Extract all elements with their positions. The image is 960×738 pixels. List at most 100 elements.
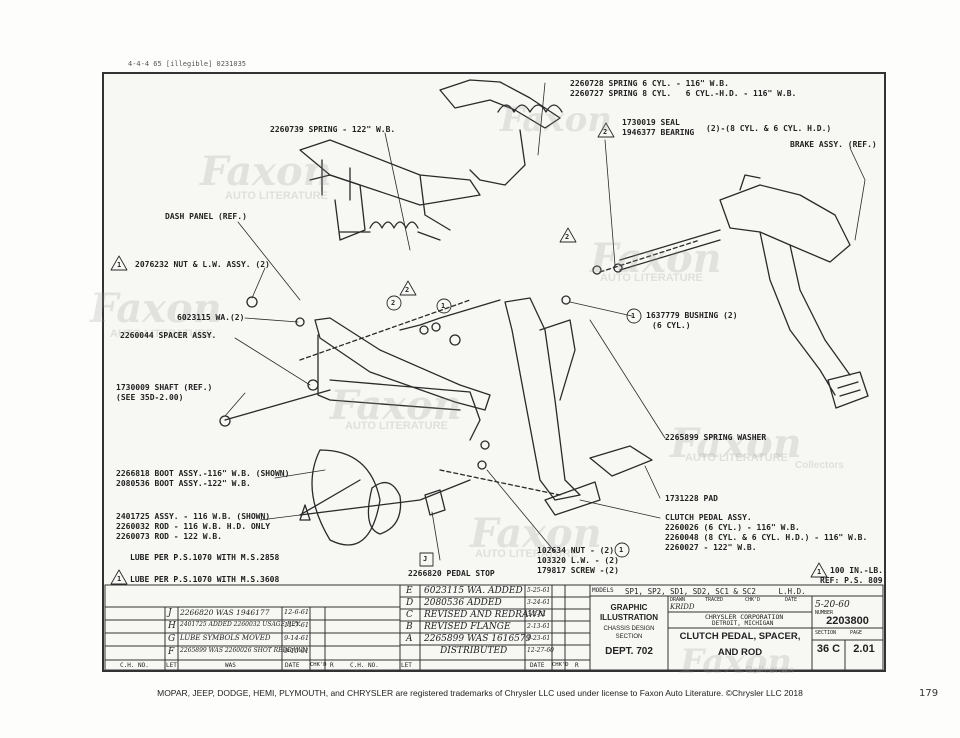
number-label: NUMBER — [815, 610, 834, 616]
callout-lw: 103320 L.W. - (2) — [537, 556, 619, 565]
callout-spring-122: 2260739 SPRING - 122" W.B. — [270, 125, 396, 134]
rev-left-ltr-3: F — [168, 647, 175, 657]
rev-right-date-0: 5-25-61 — [527, 587, 551, 594]
marker-1-circle-b: 1 — [631, 312, 636, 320]
top-strip-text: 4-4-4 65 [illegible] 0231035 — [128, 60, 247, 68]
rev-right-text-5: DISTRIBUTED — [440, 646, 508, 656]
marker-2-circle: 2 — [391, 299, 396, 307]
rev-right-ltr-4: A — [406, 634, 413, 644]
pedal-pad-face — [544, 481, 601, 516]
rev-right-text-1: 2080536 ADDED — [424, 598, 502, 608]
clutch-pedal-lever — [504, 297, 581, 501]
rev-right-ltr-0: E — [406, 586, 413, 596]
marker-2-seal: 2 — [603, 128, 608, 136]
boot-assy — [311, 449, 381, 546]
seal-part — [592, 265, 602, 275]
callout-washer: 6023115 WA.(2) — [177, 313, 245, 322]
dept-label: DEPT. 702 — [605, 646, 653, 657]
callout-cp-6cyl: 2260026 (6 CYL.) - 116" W.B. — [665, 523, 800, 532]
pad-part — [589, 445, 653, 477]
rev-left-text-0: 2266820 WAS 1946177 — [180, 608, 270, 617]
callout-seal-bearing-note: (2)-(8 CYL. & 6 CYL. H.D.) — [706, 124, 832, 133]
marker-2-arm: 2 — [405, 286, 410, 294]
corp-city: DETROIT, MICHIGAN — [712, 620, 774, 627]
callout-torque: 100 IN.-LB. — [830, 566, 883, 575]
section-code-label: SECTION — [815, 630, 837, 636]
chkd-label: CHK'D — [745, 597, 761, 603]
marker-j: J — [423, 555, 428, 563]
corp-name: CHRYSLER CORPORATION — [705, 613, 784, 621]
callout-spring-8cyl: 2260727 SPRING 8 CYL. 6 CYL.-H.D. - 116"… — [570, 89, 797, 98]
callout-screw: 179817 SCREW -(2) — [537, 566, 619, 575]
marker-1-torque: 1 — [817, 568, 822, 576]
callout-spring-washer: 2265899 SPRING WASHER — [665, 433, 767, 442]
callout-bushing: 1637779 BUSHING (2) — [646, 311, 738, 320]
rev-left-text-3: 2265899 WAS 2260026 SHOT REDRAWN — [180, 647, 308, 654]
rev-footer-left-chkd: CHK'D — [310, 662, 327, 668]
lube-note-3608: LUBE PER P.S.1070 WITH M.S.3608 — [130, 575, 280, 584]
callout-dash-panel: DASH PANEL (REF.) — [165, 212, 247, 221]
graphic-label: GRAPHIC — [610, 603, 648, 612]
callout-spacer: 2260044 SPACER ASSY. — [120, 331, 217, 340]
drawing-date: 5-20-60 — [815, 600, 850, 610]
rev-footer-left-r: R — [330, 662, 334, 669]
rev-footer-left-was: WAS — [225, 662, 236, 669]
callout-rod-assy: 2401725 ASSY. - 116 W.B. (SHOWN) — [116, 512, 271, 521]
spring-bracket — [439, 79, 561, 129]
rev-left-ltr-0: J — [168, 608, 172, 618]
mid-spring — [369, 221, 419, 229]
marker-1-circle-c: 1 — [619, 546, 624, 554]
shaft — [224, 389, 331, 421]
rev-right-ltr-2: C — [406, 610, 413, 620]
section-code: 36 C — [816, 643, 841, 655]
callout-clutch-pedal-assy: CLUTCH PEDAL ASSY. — [665, 513, 752, 522]
callout-rod-122: 2260073 ROD - 122 W.B. — [116, 532, 222, 541]
marker-1-circle-a: 1 — [441, 302, 446, 310]
rev-right-text-2: REVISED AND REDRAWN — [424, 610, 546, 620]
rod — [299, 479, 361, 521]
drawn-label: DRAWN — [670, 597, 686, 603]
marker-2-mid: 2 — [565, 233, 570, 241]
rev-left-ltr-1: H — [168, 621, 176, 631]
title-line-2: AND ROD — [717, 647, 763, 658]
trademark-footer: MOPAR, JEEP, DODGE, HEMI, PLYMOUTH, and … — [157, 688, 803, 698]
callout-seal: 1730019 SEAL — [622, 118, 680, 127]
callout-rod-hd: 2260032 ROD - 116 W.B. H.D. ONLY — [116, 522, 271, 531]
callout-spring-6cyl: 2260728 SPRING 6 CYL. - 116" W.B. — [570, 79, 729, 88]
callout-boot-122: 2080536 BOOT ASSY.-122" W.B. — [116, 479, 251, 488]
rev-footer-right-let: LET — [401, 662, 412, 669]
illustration-label: ILLUSTRATION — [599, 613, 659, 622]
page-code-label: PAGE — [850, 630, 863, 636]
page-code: 2.01 — [853, 643, 875, 655]
callout-shaft: 1730009 SHAFT (REF.) — [116, 383, 213, 392]
callout-cp-122: 2260027 - 122" W.B. — [665, 543, 757, 552]
upper-spring — [497, 104, 563, 113]
chassis-design-label: CHASSIS DESIGN — [603, 626, 655, 632]
rev-footer-right-chkd: CHK'D — [552, 662, 569, 668]
rev-right-date-2: 3-2-61 — [527, 611, 547, 618]
rev-right-text-0: 6023115 WA. ADDED — [424, 586, 523, 596]
callout-pedal-stop: 2266820 PEDAL STOP — [408, 569, 495, 578]
bushing-part — [561, 295, 571, 305]
rev-footer-right-date: DATE — [530, 662, 545, 669]
callout-bearing: 1946377 BEARING — [622, 128, 695, 137]
rev-left-date-2: 9-14-61 — [284, 634, 310, 642]
rev-footer-left-chno: C.H. NO. — [120, 662, 149, 669]
marker-1-lube: 1 — [117, 575, 122, 583]
rev-right-date-3: 2-13-61 — [527, 623, 551, 630]
brake-bracket — [719, 184, 851, 263]
rev-right-date-4: 1-23-61 — [527, 635, 551, 642]
callout-bushing-note: (6 CYL.) — [652, 321, 691, 330]
drawing-number: 2203800 — [826, 615, 869, 627]
rev-right-ltr-1: D — [406, 598, 414, 608]
date-label: DATE — [785, 597, 798, 603]
rev-left-date-0: 12-6-61 — [284, 608, 310, 616]
rev-right-text-3: REVISED FLANGE — [424, 622, 511, 632]
callout-torque-ref: REF: P.S. 809 — [820, 576, 883, 585]
callout-cp-8cyl: 2260048 (8 CYL. & 6 CYL. H.D.) - 116" W.… — [665, 533, 868, 542]
rev-left-ltr-2: G — [168, 634, 176, 644]
drawn-by: KRIDD — [670, 603, 695, 611]
callout-boot-116: 2266818 BOOT ASSY.-116" W.B. (SHOWN) — [116, 469, 290, 478]
